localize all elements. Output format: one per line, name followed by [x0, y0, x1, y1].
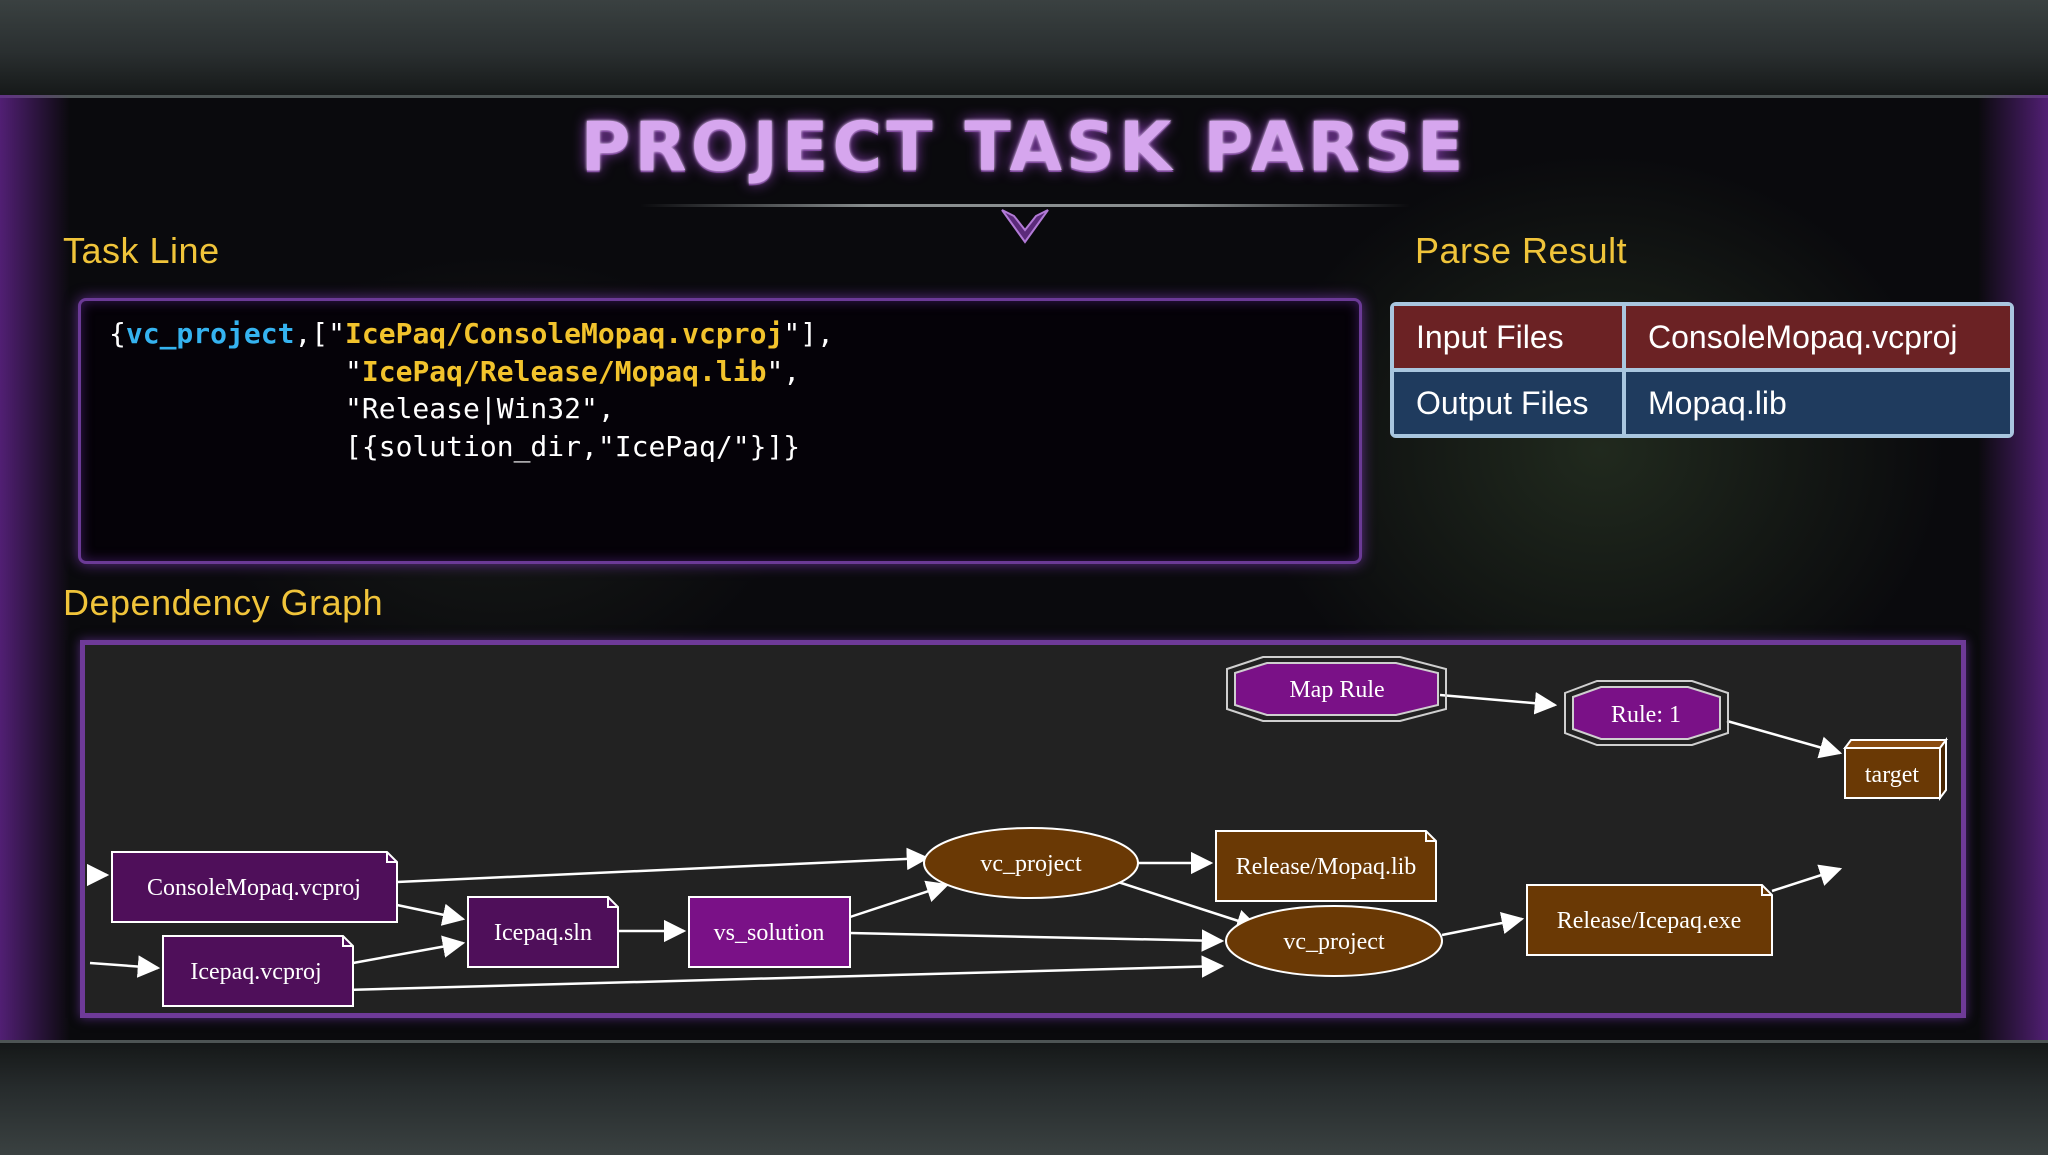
edge-vssolution-vcproject-b: [849, 929, 1225, 952]
task-line-code-panel: {vc_project,["IcePaq/ConsoleMopaq.vcproj…: [78, 298, 1362, 564]
code-brace: {: [109, 317, 126, 350]
dependency-graph: Map Rule Rule: 1 target vc_project Relea…: [86, 656, 1948, 1007]
edge-vssolution-vcproject-a: [849, 880, 950, 919]
parse-result-label: Parse Result: [1415, 230, 1628, 271]
code-output-path: IcePaq/Release/Mopaq.lib: [361, 354, 767, 388]
node-vc-project-a-label: vc_project: [980, 851, 1082, 877]
output-files-value: Mopaq.lib: [1626, 372, 2010, 434]
code-punct: ": [109, 354, 362, 388]
node-rule-1-label: Rule: 1: [1611, 702, 1681, 728]
node-vs-solution-label: vs_solution: [714, 920, 825, 946]
right-glow-decoration: [1978, 95, 2048, 1040]
node-release-icepaq-exe-label: Release/Icepaq.exe: [1557, 908, 1742, 934]
node-icepaq-vcproj-label: Icepaq.vcproj: [190, 959, 321, 985]
node-icepaq-sln-label: Icepaq.sln: [494, 920, 592, 946]
left-glow-decoration: [0, 95, 70, 1040]
node-vs-solution: vs_solution: [688, 896, 851, 968]
node-icepaq-sln: Icepaq.sln: [467, 896, 619, 968]
code-config: "Release|Win32",: [109, 392, 615, 425]
node-vc-project-b-label: vc_project: [1283, 929, 1385, 955]
edge-vcproject-a-vcproject-b: [1114, 879, 1260, 932]
node-target-label: target: [1865, 762, 1920, 788]
edge-icepaq-vcproject-b: [344, 955, 1225, 992]
node-target: target: [1843, 737, 1948, 801]
node-vc-project-b: vc_project: [1225, 905, 1443, 977]
parse-result-table: Input Files ConsoleMopaq.vcproj Output F…: [1390, 302, 2014, 438]
node-release-icepaq-exe: Release/Icepaq.exe: [1526, 884, 1773, 956]
code-punct: ",: [766, 354, 801, 388]
output-files-label: Output Files: [1394, 372, 1622, 434]
node-map-rule: Map Rule: [1226, 656, 1447, 722]
edge-console-vcproject-a: [396, 847, 930, 884]
dependency-graph-label: Dependency Graph: [63, 582, 384, 623]
node-console-mopaq-vcproj-label: ConsoleMopaq.vcproj: [147, 875, 361, 901]
node-release-mopaq-lib: Release/Mopaq.lib: [1215, 830, 1437, 902]
graph-edges: [86, 692, 1843, 992]
task-line-code: {vc_project,["IcePaq/ConsoleMopaq.vcproj…: [109, 315, 834, 465]
page-title: PROJECT TASK PARSE: [580, 108, 1468, 187]
title-divider: [640, 204, 1410, 207]
edge-in-icepaq: [89, 955, 161, 978]
task-line-label: Task Line: [63, 230, 220, 271]
input-files-label: Input Files: [1394, 306, 1622, 368]
node-rule-1: Rule: 1: [1564, 680, 1729, 746]
node-release-mopaq-lib-label: Release/Mopaq.lib: [1236, 854, 1417, 880]
edge-icepaq-sln: [352, 935, 466, 965]
edge-exe-target: [1771, 864, 1843, 893]
code-punct: "],: [783, 317, 834, 350]
code-punct: ,[": [294, 317, 346, 350]
code-input-path: IcePaq/ConsoleMopaq.vcproj: [345, 317, 784, 350]
edge-maprule-rule1: [1439, 692, 1558, 715]
input-files-value: ConsoleMopaq.vcproj: [1626, 306, 2010, 368]
code-options: [{solution_dir,"IcePaq/"}]}: [109, 429, 801, 463]
title-emblem-icon: [1001, 209, 1049, 244]
edge-console-sln: [396, 903, 466, 926]
bottom-frame-border: [0, 1040, 2048, 1155]
node-vc-project-a: vc_project: [923, 827, 1139, 899]
code-keyword: vc_project: [125, 317, 295, 350]
dependency-graph-panel: Map Rule Rule: 1 target vc_project Relea…: [80, 640, 1966, 1018]
node-map-rule-label: Map Rule: [1289, 677, 1384, 703]
node-console-mopaq-vcproj: ConsoleMopaq.vcproj: [111, 851, 398, 923]
edge-vcproject-b-exe: [1441, 911, 1525, 937]
node-icepaq-vcproj: Icepaq.vcproj: [162, 935, 354, 1007]
edge-rule1-target: [1726, 719, 1843, 759]
top-frame-border: [0, 0, 2048, 98]
